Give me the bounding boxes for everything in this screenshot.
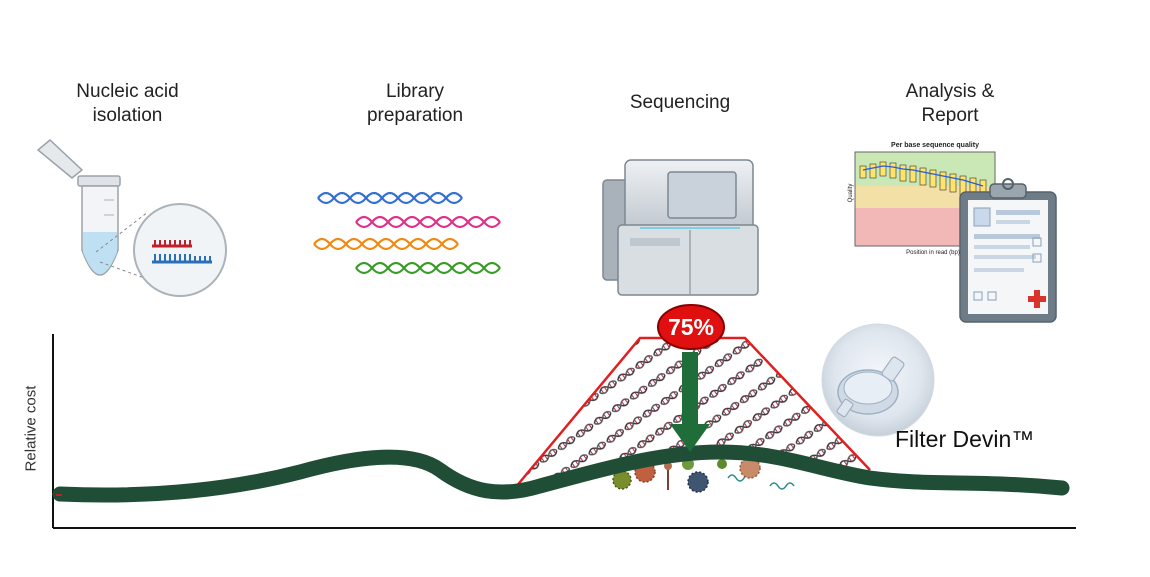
quality-chart-xlabel: Position in read (bp): [906, 250, 960, 256]
step-title-analysis: Analysis & Report: [905, 81, 995, 126]
quality-chart-ylabel: Quality: [848, 183, 854, 203]
clipboard-report-icon: [959, 178, 1057, 323]
y-axis-label: Relative cost: [22, 385, 40, 472]
cost-reduction-arrow: [670, 352, 710, 452]
step-title-isolation: Nucleic acid isolation: [76, 81, 179, 126]
syringe-filter-icon: [821, 323, 935, 437]
dna-library-icon: [313, 191, 501, 275]
microbes-cluster-icon: [612, 457, 795, 493]
percent-badge: [657, 304, 725, 350]
product-name: Filter Devin™: [895, 426, 1035, 452]
sequencer-icon: [602, 159, 759, 296]
percent-badge-label: 75%: [667, 314, 715, 340]
nucleic-acid-strands-icon: [152, 240, 212, 264]
step-title-library: Library preparation: [366, 81, 464, 126]
tube-icon: [36, 138, 227, 297]
step-title-sequencing: Sequencing: [629, 92, 731, 113]
relative-cost-curve: [52, 444, 1070, 503]
quality-chart-title: Per base sequence quality: [891, 142, 979, 149]
